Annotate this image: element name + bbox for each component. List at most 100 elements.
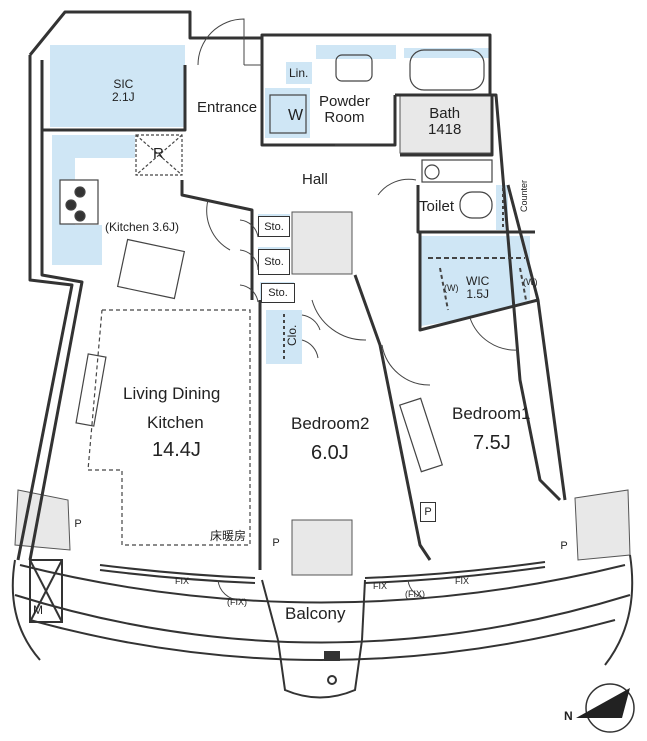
- meter-box: [29, 559, 63, 623]
- toilet-cabinet: [421, 159, 493, 183]
- burner-2: [65, 199, 77, 211]
- left-outer-edge: [16, 55, 74, 561]
- wic-w-right: (W): [523, 277, 538, 287]
- ldk-window-panel: [75, 353, 107, 427]
- toilet-wall: [416, 185, 535, 234]
- balcony-rail: [29, 619, 616, 661]
- powder-line-2: Room: [324, 108, 365, 126]
- window-left: [99, 564, 256, 579]
- linen-area: [286, 62, 312, 84]
- kitchen-island: [116, 238, 186, 300]
- bedroom1-name: Bedroom1: [452, 404, 531, 423]
- sic-name: SIC: [113, 77, 134, 91]
- wic-w-left: (W): [444, 283, 459, 293]
- wic-rail-3: [519, 267, 527, 301]
- window-left-inner: [99, 569, 256, 584]
- sink-top: [316, 45, 396, 59]
- doors: [197, 18, 519, 601]
- bedroom2-size: 6.0J: [311, 442, 349, 464]
- toilet-bowl: [459, 191, 493, 219]
- balcony-pipe-center: [291, 519, 353, 576]
- wic-rail-2: [439, 267, 449, 311]
- pipe-label-1: P: [74, 518, 82, 530]
- bath-name: Bath: [429, 105, 461, 122]
- washer-area: [265, 88, 310, 138]
- toilet-door: [377, 178, 417, 196]
- balcony-door-left: [217, 579, 241, 601]
- fixtures: [59, 49, 527, 546]
- hall-door: [206, 199, 231, 251]
- bed2-door: [311, 299, 367, 341]
- pipe-label-2: P: [272, 537, 280, 549]
- windows: [99, 561, 546, 584]
- drain: [324, 651, 340, 661]
- entrance-door: [197, 18, 245, 66]
- toilet-sink: [424, 164, 440, 180]
- bed1-window-panel: [398, 397, 444, 473]
- wic-wall: [418, 232, 539, 332]
- fridge-label: R: [153, 145, 164, 162]
- wic-size: 1.5J: [466, 286, 489, 301]
- bed-divider: [353, 274, 432, 561]
- fridge: [135, 134, 183, 176]
- balcony-outer: [14, 594, 631, 644]
- pipe-label-4: P: [560, 540, 568, 552]
- compass: [576, 683, 635, 733]
- burner-1: [74, 186, 86, 198]
- powder-wall: [260, 38, 397, 147]
- fix-label-3: FIX: [373, 581, 388, 591]
- pipe-space-center: [291, 211, 353, 275]
- kitchen-label: (Kitchen 3.6J): [105, 220, 180, 234]
- bath-top: [404, 48, 490, 58]
- clo-door: [301, 314, 321, 359]
- bedroom1-size: 7.5J: [473, 432, 511, 454]
- ldk-size: 14.4J: [152, 439, 201, 461]
- balcony-bay: [277, 639, 363, 699]
- closet-area: [266, 310, 302, 364]
- right-balcony-curve: [604, 554, 634, 666]
- wic-name: WIC: [466, 274, 490, 288]
- compass-ring: [585, 683, 635, 733]
- pipe-label-3: P: [420, 502, 436, 522]
- floor-heating-label: 床暖房: [210, 529, 247, 543]
- left-balcony-curve: [11, 559, 41, 661]
- fridge-x2: [135, 134, 183, 176]
- compass-needle: [576, 688, 630, 718]
- balcony-divider-left: [261, 579, 279, 641]
- washer-label: W: [288, 107, 304, 124]
- balcony-door-right: [407, 579, 429, 599]
- linen-label: Lin.: [289, 66, 309, 80]
- toilet-label: Toilet: [419, 198, 455, 215]
- kitchen-counter-lower: [52, 225, 102, 265]
- corner-right-pipe: [574, 489, 631, 561]
- service-areas: [14, 94, 631, 576]
- bath-floor: [399, 94, 493, 154]
- sic-size: 2.1J: [112, 89, 135, 104]
- meter-x2: [29, 559, 63, 623]
- bath-wall: [395, 93, 494, 157]
- bedroom2-name: Bedroom2: [291, 414, 370, 433]
- fix-label-4: (FIX): [405, 589, 425, 599]
- sic-wall: [42, 65, 187, 132]
- bath-size: 1418: [428, 120, 462, 138]
- ldk-heating-area: [87, 309, 251, 546]
- ldk-name-2: Kitchen: [147, 413, 204, 432]
- window-right-inner: [364, 566, 546, 584]
- compass-label: N: [564, 709, 573, 723]
- sink: [335, 54, 373, 82]
- burner-3: [74, 210, 86, 222]
- drain-round: [327, 675, 337, 685]
- balcony-divider-right: [361, 579, 366, 641]
- closet-label: Clo.: [285, 324, 299, 346]
- balcony: [11, 554, 634, 699]
- sto-doors: [239, 219, 259, 303]
- balcony-inner: [19, 564, 626, 604]
- sto-box-1: Sto.: [258, 216, 290, 237]
- entrance-label: Entrance: [197, 99, 258, 116]
- outer-wall-left: [28, 10, 562, 502]
- balcony-label: Balcony: [285, 604, 346, 623]
